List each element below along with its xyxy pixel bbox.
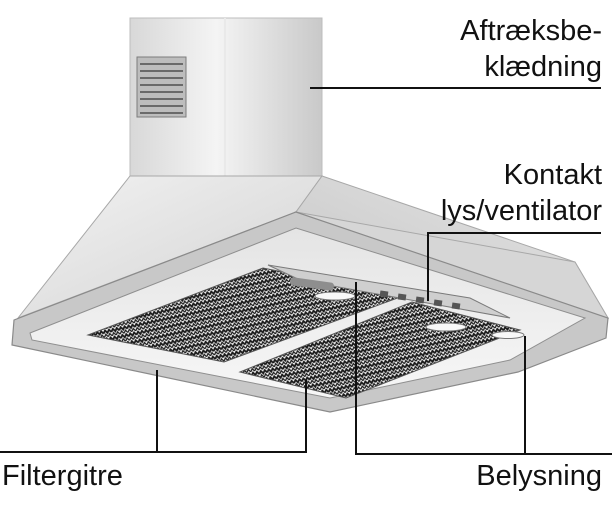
label-switch-line2: lys/ventilator bbox=[440, 195, 602, 227]
leader-lines bbox=[0, 87, 612, 455]
hood-lights bbox=[314, 291, 525, 339]
label-filters: Filtergitre bbox=[2, 460, 123, 492]
label-chimney-cover: Aftræksbe- klædning bbox=[460, 13, 602, 85]
label-switch: Kontakt lys/ventilator bbox=[441, 157, 602, 229]
vent-grille bbox=[136, 56, 187, 118]
leader-light-a bbox=[355, 282, 525, 455]
leader-filter-right bbox=[157, 380, 307, 453]
leader-light-b bbox=[524, 336, 612, 455]
label-chimney-cover-line1: Aftræksbe- bbox=[460, 15, 602, 47]
label-lighting: Belysning bbox=[476, 460, 602, 492]
control-panel bbox=[267, 264, 511, 319]
leader-switch bbox=[427, 232, 601, 301]
label-chimney-cover-line2: klædning bbox=[484, 51, 602, 83]
label-switch-line1: Kontakt bbox=[503, 159, 602, 191]
leader-filter-left bbox=[0, 370, 158, 453]
